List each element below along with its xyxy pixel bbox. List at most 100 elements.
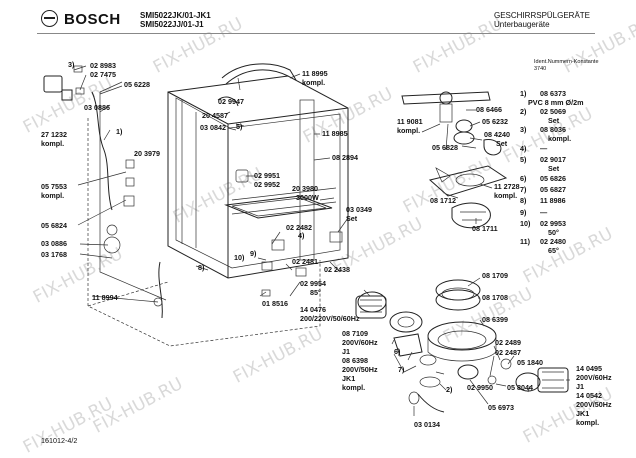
part-label: 05 6973	[488, 403, 514, 412]
part-label: 05 7553	[41, 182, 67, 191]
part-label: 5)	[236, 122, 243, 131]
model-line: SMI5022JK/01-JK1	[140, 11, 211, 20]
legend-index: 6)	[520, 174, 527, 183]
part-label: 9)	[250, 249, 257, 258]
part-label: Set	[496, 139, 508, 148]
category-line: GESCHIRRSPÜLGERÄTE	[494, 11, 591, 20]
legend-note: 50°	[548, 228, 559, 237]
tub-assembly	[167, 75, 349, 279]
part-label: 03 1768	[41, 250, 67, 259]
part-label: 08 6398	[342, 356, 368, 365]
part-label: 14 0495	[576, 364, 602, 373]
part-label: 4)	[298, 231, 305, 240]
header-divider	[37, 33, 595, 34]
part-label: 11 8985	[322, 129, 348, 138]
part-label: 7)	[398, 365, 405, 374]
part-label: 02 2489	[495, 338, 521, 347]
part-label: 02 9950	[467, 383, 493, 392]
legend-index: 9)	[520, 208, 527, 217]
base-frame	[87, 81, 321, 347]
legend-part-number: —	[540, 144, 548, 153]
part-label: 11 2728	[494, 182, 520, 191]
part-label: 08 7109	[342, 329, 368, 338]
part-label: 200V/50Hz	[576, 400, 612, 409]
ident-label: Ident.Nummern-Konstante	[534, 59, 599, 65]
legend-part-number: 08 6373	[540, 89, 566, 98]
legend-part-number: 08 8036	[540, 125, 566, 134]
part-label: 3)	[68, 60, 75, 69]
part-label: kompl.	[576, 418, 600, 427]
part-label: 05 6824	[41, 221, 67, 230]
part-label: kompl.	[342, 383, 366, 392]
part-label: 08 2894	[332, 153, 358, 162]
legend-index: 4)	[520, 144, 527, 153]
model-numbers: SMI5022JK/01-JK1 SMI5022JJ/01-J1	[140, 11, 211, 29]
legend-part-number: 02 5069	[540, 107, 566, 116]
part-label: 08 1708	[482, 293, 508, 302]
part-label: 1)	[116, 127, 123, 136]
legend-note: Set	[548, 164, 560, 173]
part-label: 03 0349	[346, 205, 372, 214]
part-label: 03 0886	[41, 239, 67, 248]
part-label: 200V/50Hz	[342, 365, 378, 374]
legend-index: 1)	[520, 89, 527, 98]
part-label: 05 1840	[517, 358, 543, 367]
part-label: 08 4240	[484, 130, 510, 139]
part-label: 03 0842	[200, 123, 226, 132]
part-label: 05 6228	[124, 80, 150, 89]
legend-note: Set	[548, 116, 560, 125]
part-label: kompl.	[302, 78, 326, 87]
part-label: 05 6828	[432, 143, 458, 152]
legend-index: 5)	[520, 155, 527, 164]
legend-index: 2)	[520, 107, 527, 116]
part-label: J1	[342, 347, 350, 356]
part-label: Set	[346, 214, 358, 223]
part-label: 08 1712	[430, 196, 456, 205]
part-label: 02 8983	[90, 61, 116, 70]
legend-part-number: —	[540, 208, 548, 217]
legend-index: 3)	[520, 125, 527, 134]
part-label: 02 2438	[324, 265, 350, 274]
model-line: SMI5022JJ/01-J1	[140, 20, 204, 29]
part-label: JK1	[342, 374, 356, 383]
part-label: kompl.	[41, 191, 65, 200]
legend-note: PVC 8 mm Ø/2m	[528, 98, 584, 107]
part-label: 11 8994	[92, 293, 118, 302]
part-label: 6)	[394, 347, 401, 356]
hoses	[91, 63, 297, 319]
part-label: 08 6466	[476, 105, 502, 114]
part-label: 200V/60Hz	[342, 338, 378, 347]
legend-note: kompl.	[548, 134, 572, 143]
brand-name: BOSCH	[64, 11, 121, 28]
sump-assembly	[427, 279, 497, 362]
drawing-code: 161012-4/2	[41, 436, 78, 445]
legend-part-number: 11 8986	[540, 196, 566, 205]
part-label: 2)	[446, 385, 453, 394]
part-label: 200/220V/50/60Hz	[300, 314, 360, 323]
part-label: 01 8516	[262, 299, 288, 308]
part-label: 8)	[198, 263, 205, 272]
part-label: 02 2487	[495, 348, 521, 357]
part-label: 20 3979	[134, 149, 160, 158]
part-label: 14 0542	[576, 391, 602, 400]
legend-index: 7)	[520, 185, 527, 194]
legend-part-number: 02 2480	[540, 237, 566, 246]
part-label: 14 0476	[300, 305, 326, 314]
ident-value: 3740	[534, 66, 547, 72]
part-label: 27 1232	[41, 130, 67, 139]
legend-part-number: 02 9953	[540, 219, 566, 228]
product-category: GESCHIRRSPÜLGERÄTE Unterbaugeräte	[494, 11, 590, 29]
part-label: 02 9952	[254, 180, 280, 189]
spray-arm	[401, 91, 502, 156]
part-label: 02 9951	[254, 171, 280, 180]
part-label: 11 9081	[397, 117, 423, 126]
legend-index: 11)	[520, 237, 530, 246]
part-label: 10)	[234, 253, 245, 262]
water-inlet-parts	[43, 65, 343, 307]
brand-logo-icon	[41, 10, 58, 27]
part-label: kompl.	[494, 191, 518, 200]
part-label: kompl.	[397, 126, 421, 135]
category-line: Unterbaugeräte	[494, 20, 550, 29]
part-label: 200V/60Hz	[576, 373, 612, 382]
